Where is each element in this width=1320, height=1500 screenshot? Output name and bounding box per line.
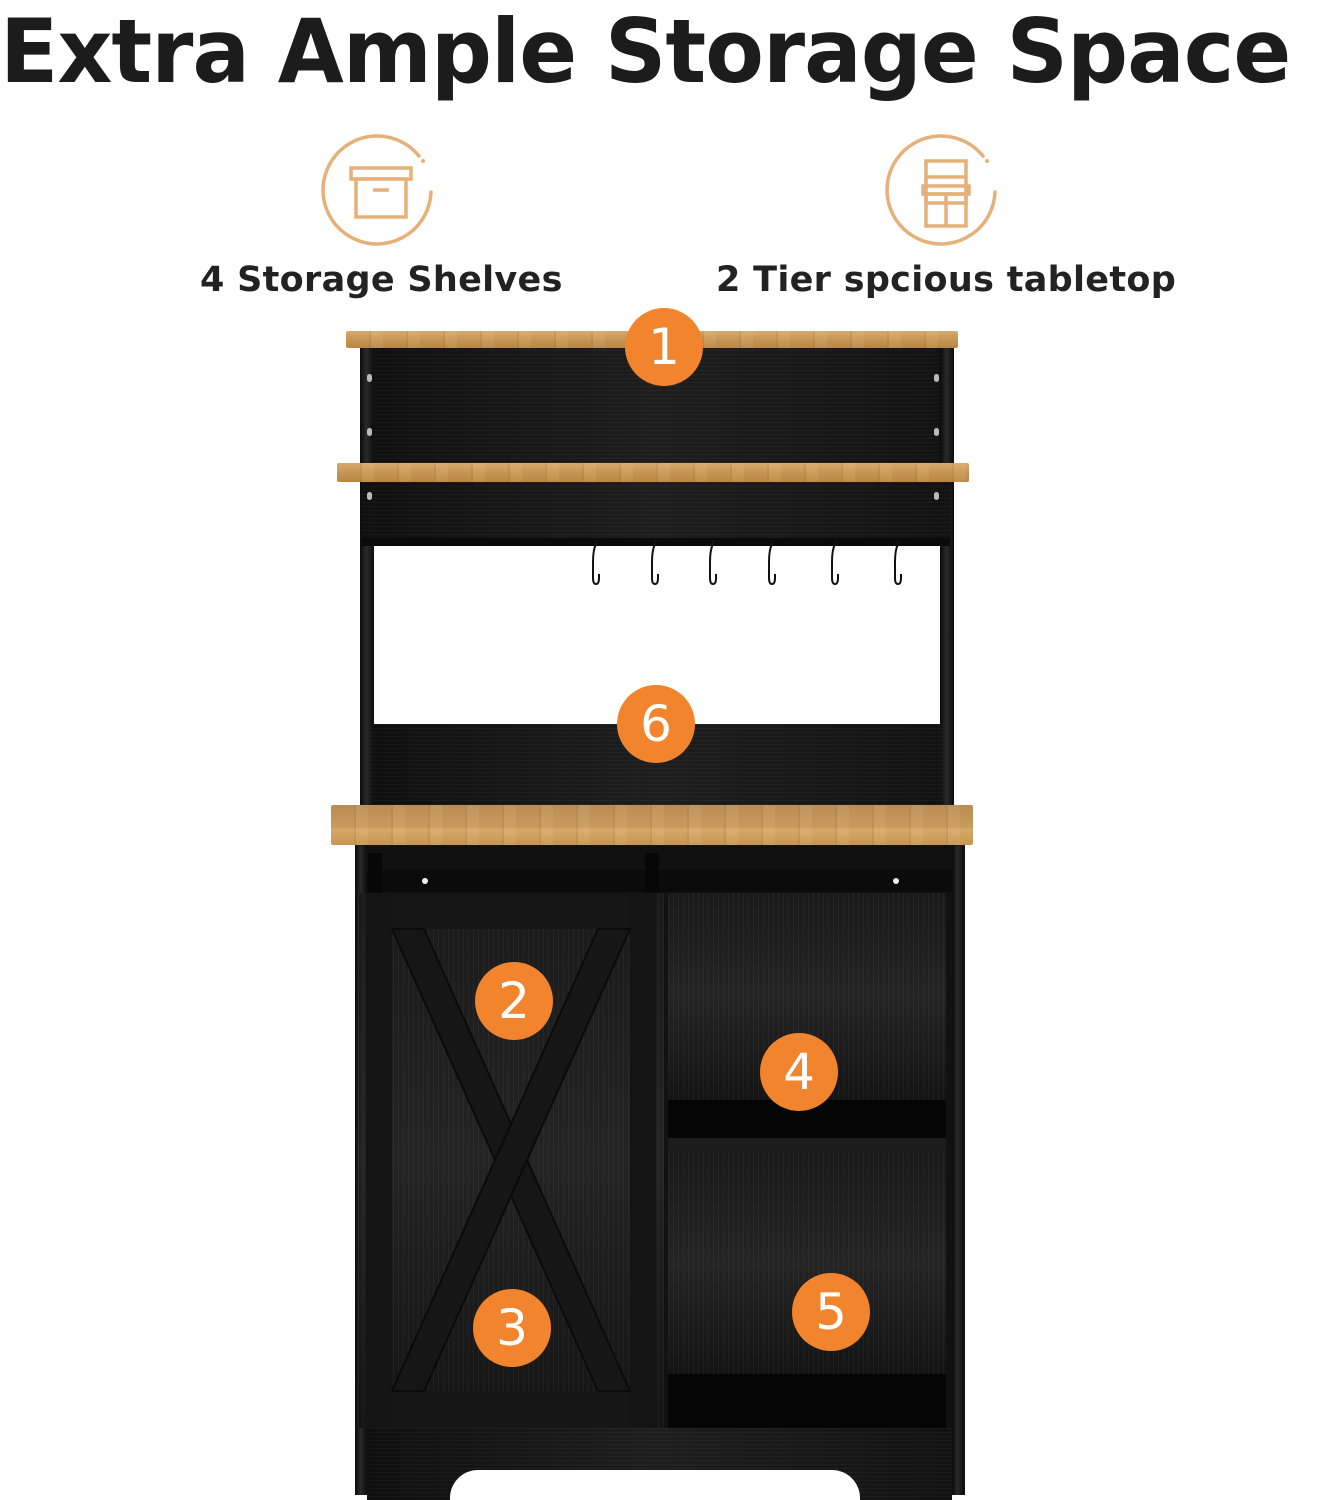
x-brace <box>366 893 656 1428</box>
feature-label: 4 Storage Shelves <box>200 260 563 300</box>
track-bolt <box>422 878 428 884</box>
screw <box>367 374 372 382</box>
screw <box>367 492 372 500</box>
hook-icon <box>831 540 839 586</box>
bottom-shelf <box>668 1374 946 1429</box>
callout-badge-5: 5 <box>792 1273 870 1351</box>
callout-badge-3: 3 <box>473 1289 551 1367</box>
hook-icon <box>592 540 600 586</box>
hook-icon <box>894 540 902 586</box>
hook-rail-panel <box>362 482 950 544</box>
track-bolt <box>893 878 899 884</box>
barn-door-track <box>367 870 952 892</box>
feature-label: 2 Tier spcious tabletop <box>716 260 1177 300</box>
callout-badge-4: 4 <box>760 1033 838 1111</box>
hook-icon <box>768 540 776 586</box>
page-title: Extra Ample Storage Space <box>0 0 1291 103</box>
feature-storage-shelves: 4 Storage Shelves <box>200 130 563 300</box>
base-cutout <box>450 1470 860 1500</box>
screw <box>934 374 939 382</box>
feature-two-tier-tabletop: 2 Tier spcious tabletop <box>716 130 1177 300</box>
screw <box>934 428 939 436</box>
callout-badge-6: 6 <box>617 685 695 763</box>
callout-badge-2: 2 <box>475 962 553 1040</box>
screw <box>367 428 372 436</box>
cabinet-right-side <box>952 845 964 1495</box>
hook-icon <box>709 540 717 586</box>
open-upper-cubby <box>668 893 946 1101</box>
screw <box>934 492 939 500</box>
cabinet-hutch-icon <box>883 130 1001 248</box>
hook-icon <box>651 540 659 586</box>
right-post <box>940 346 954 834</box>
second-shelf <box>337 463 969 482</box>
callout-badge-1: 1 <box>625 308 703 386</box>
storage-box-icon <box>319 130 437 248</box>
countertop <box>331 805 973 845</box>
middle-shelf-edge <box>668 1138 946 1152</box>
